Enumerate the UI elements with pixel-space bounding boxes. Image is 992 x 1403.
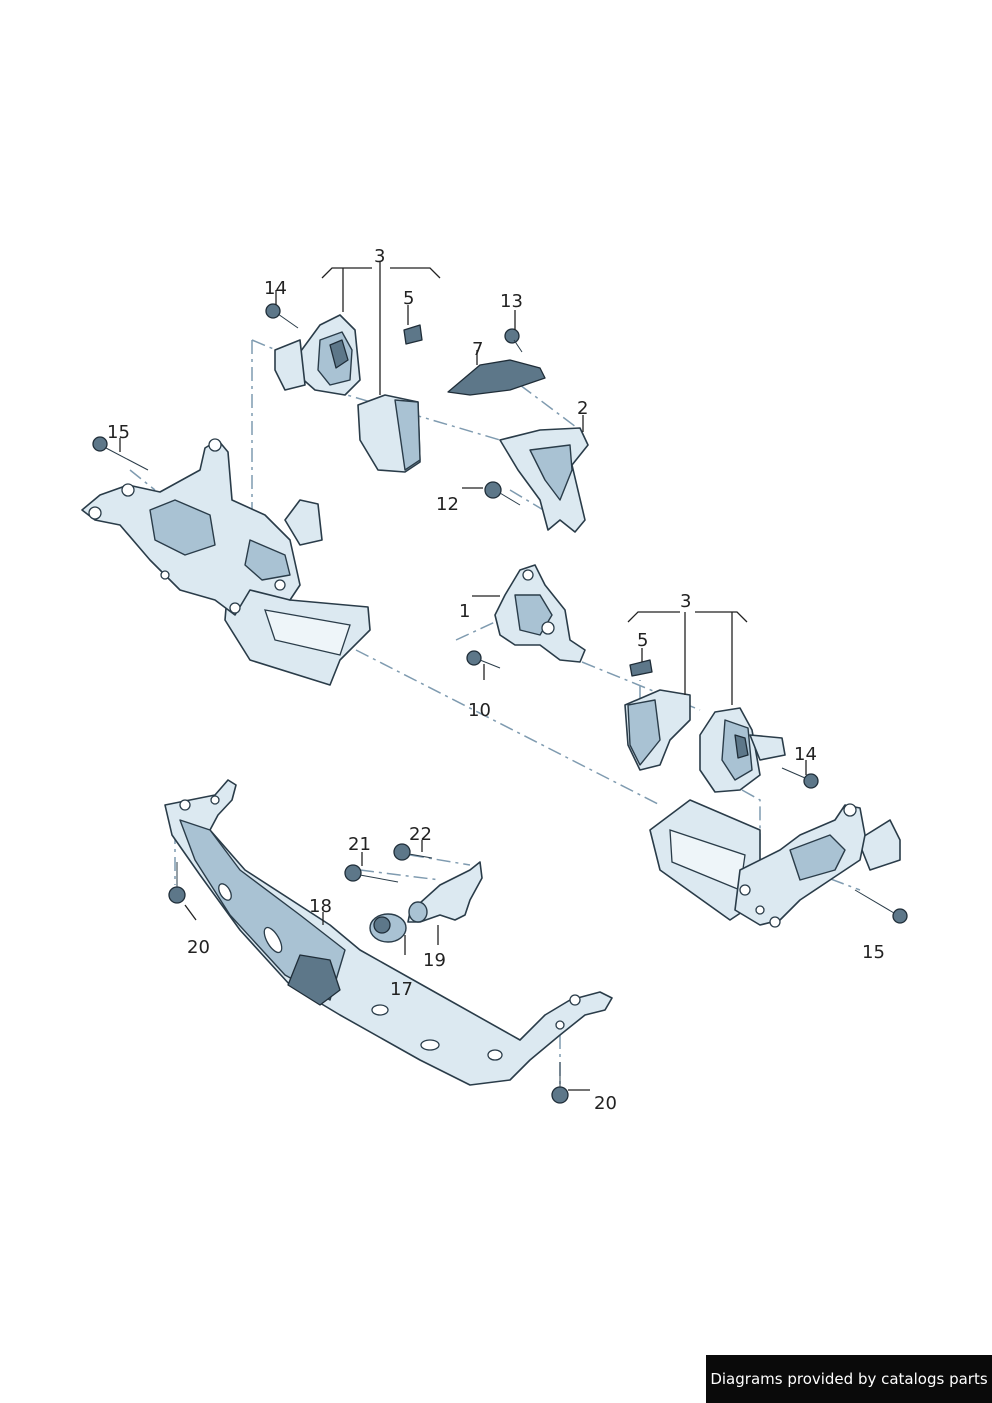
bolt-20-right	[551, 1062, 569, 1104]
assembly-lines	[129, 339, 861, 1085]
callout-5-lower: 5	[637, 630, 648, 651]
bolt-1	[466, 650, 501, 669]
engine-mount-upper	[274, 314, 423, 473]
bolt-15-right	[854, 889, 908, 924]
callout-14-lower: 14	[794, 744, 817, 765]
subframe-left-section	[81, 438, 371, 686]
bolt-20-left	[168, 862, 186, 904]
crossmember-bracket	[164, 779, 613, 1086]
callout-20-right: 20	[594, 1093, 617, 1114]
callout-2: 2	[577, 398, 588, 419]
callout-14-upper: 14	[264, 278, 287, 299]
callout-3-upper: 3	[374, 246, 385, 267]
bolt-21	[344, 864, 399, 883]
subframe-right-section	[649, 799, 901, 928]
watermark-text: Diagrams provided by catalogs parts	[710, 1370, 988, 1388]
leader-lines	[119, 262, 807, 1091]
bolts	[92, 303, 908, 1104]
bolt-22	[393, 843, 433, 861]
callout-3-lower: 3	[680, 591, 691, 612]
bolt-14-upper	[265, 303, 299, 329]
callout-1: 1	[459, 601, 470, 622]
bolt-12	[484, 481, 521, 506]
bracket-center	[494, 564, 586, 663]
callout-labels: 3 14 5 13 7 2 15 12 1 3 5 10 14 21 22 18…	[107, 246, 885, 1114]
callout-18: 18	[309, 896, 332, 917]
callout-21: 21	[348, 834, 371, 855]
bracket-upper-right	[447, 359, 589, 533]
bolt-13	[504, 328, 523, 353]
callout-19: 19	[423, 950, 446, 971]
callout-13: 13	[500, 291, 523, 312]
callout-17: 17	[390, 979, 413, 1000]
callout-22: 22	[409, 824, 432, 845]
bolt-14-lower	[781, 767, 819, 789]
watermark-banner: Diagrams provided by catalogs parts	[706, 1355, 992, 1403]
callout-7: 7	[472, 339, 483, 360]
callout-20-left: 20	[187, 937, 210, 958]
callout-10: 10	[468, 700, 491, 721]
engine-mount-lower	[624, 659, 786, 793]
callout-12: 12	[436, 494, 459, 515]
callout-5-upper: 5	[403, 288, 414, 309]
callout-15-left: 15	[107, 422, 130, 443]
bushing-and-support	[369, 861, 483, 943]
bolt-15-left	[92, 436, 149, 471]
callout-15-right: 15	[862, 942, 885, 963]
